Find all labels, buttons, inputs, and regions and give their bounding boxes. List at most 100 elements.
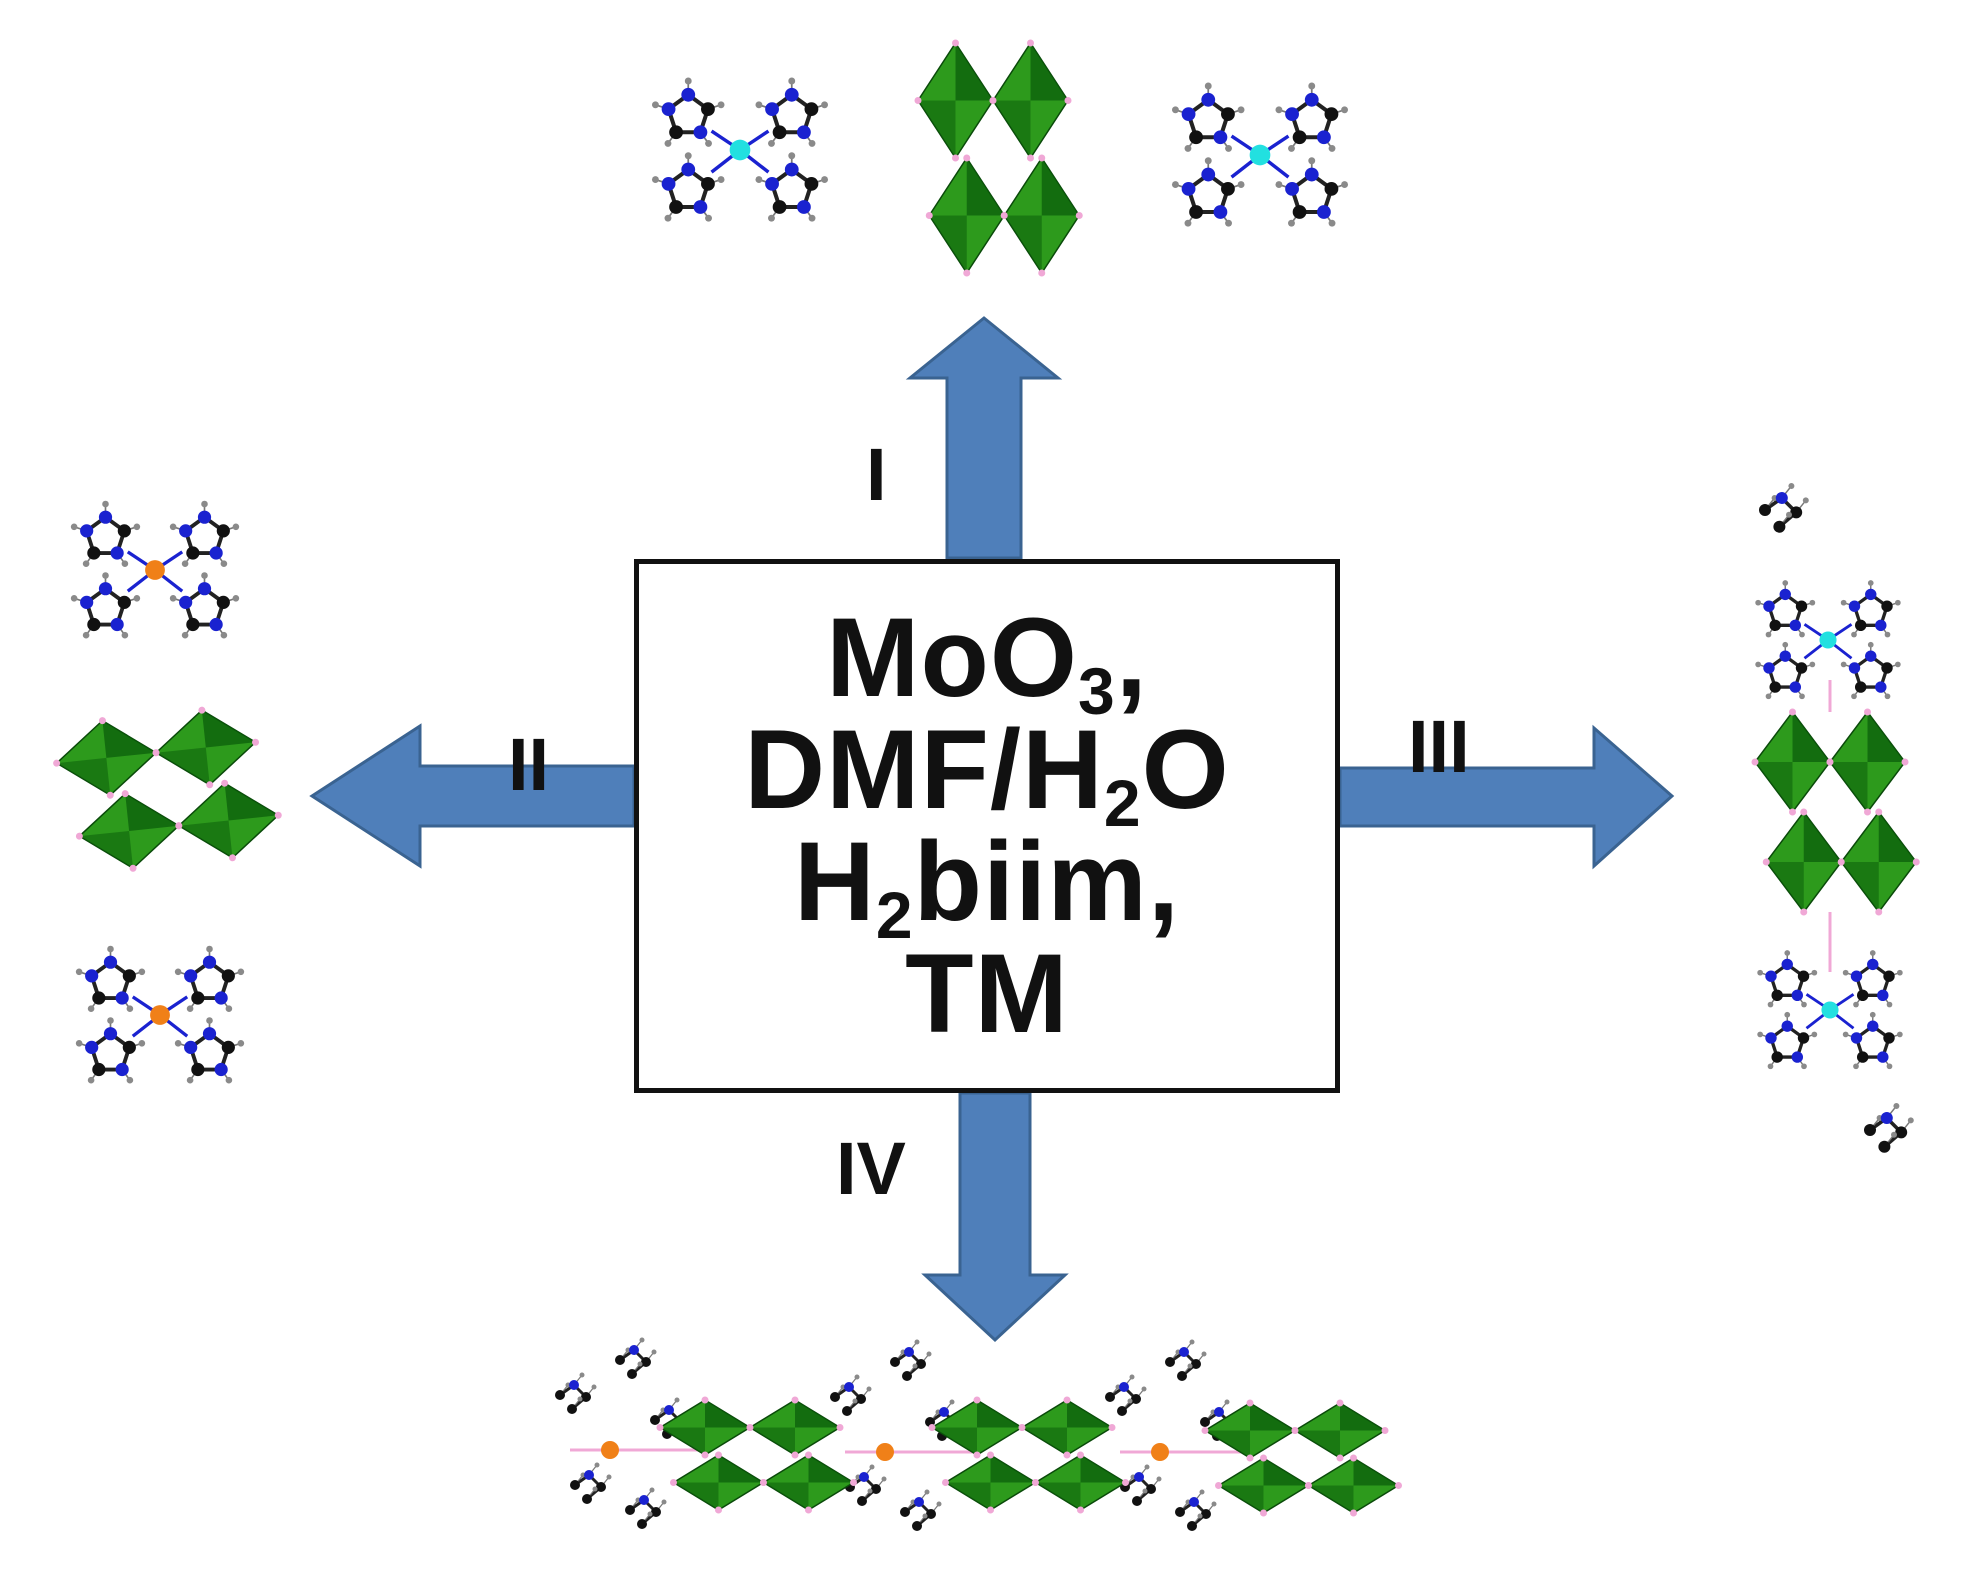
nitrogen-atom (197, 510, 212, 524)
nitrogen-atom (214, 1062, 228, 1077)
chain-ligand (615, 1337, 657, 1379)
nitrogen-atom (179, 595, 193, 609)
hydrogen-atom (651, 1349, 657, 1355)
hydrogen-atom (684, 152, 692, 160)
oxygen-atom (121, 790, 129, 798)
carbon-atom (1175, 1507, 1185, 1517)
nitrogen-atom (103, 955, 118, 969)
chain-polyoxometalate (1201, 1399, 1402, 1517)
oxygen-atom (952, 39, 959, 47)
nitrogen-atom (1865, 588, 1877, 601)
nitrogen-atom (115, 1062, 129, 1077)
nitrogen-atom (1865, 650, 1877, 662)
oxygen-atom (850, 1479, 857, 1486)
carbon-atom (1895, 1126, 1908, 1139)
carbon-atom (1324, 181, 1339, 196)
hydrogen-atom (869, 1464, 875, 1470)
reagents-box: MoO3, DMF/H2O H2biim, TM (634, 559, 1340, 1093)
nitrogen-atom (1781, 1020, 1793, 1032)
nitrogen-atom (693, 200, 708, 214)
nitrogen-atom (202, 1027, 217, 1041)
carbon-atom (1191, 1359, 1201, 1369)
carbon-atom (122, 1040, 136, 1054)
carbon-atom (191, 1062, 205, 1077)
nitrogen-atom (1285, 181, 1299, 196)
oxygen-atom (973, 1396, 981, 1404)
carbon-atom (912, 1521, 922, 1531)
octahedron-face (966, 158, 1005, 216)
oxygen-atom (1032, 1479, 1039, 1486)
oxygen-atom (715, 1451, 722, 1459)
hydrogen-atom (912, 1363, 918, 1369)
nitrogen-atom (1181, 107, 1196, 122)
hydrogen-atom (788, 152, 796, 160)
carbon-atom (87, 546, 101, 560)
hydrogen-atom (181, 560, 189, 567)
chain-ligand (890, 1339, 932, 1381)
oxygen-atom (1038, 269, 1046, 277)
carbon-atom (1177, 1371, 1187, 1381)
reagent-line-1: MoO3, (826, 595, 1148, 728)
oxygen-atom (129, 864, 137, 872)
nitrogen-atom (904, 1347, 914, 1357)
hydrogen-atom (577, 1396, 583, 1402)
oxygen-atom (198, 706, 206, 714)
nitrogen-atom (110, 617, 124, 632)
oxygen-atom (98, 717, 106, 725)
carbon-atom (1324, 107, 1339, 122)
carbon-atom (1883, 970, 1895, 982)
hydrogen-atom (1869, 1011, 1876, 1018)
metal-atom (150, 1005, 170, 1025)
hydrogen-atom (121, 560, 129, 567)
nitrogen-atom (1134, 1472, 1144, 1482)
nitrogen-atom (939, 1407, 949, 1417)
oxygen-atom (1800, 908, 1808, 916)
arrow-right (1338, 724, 1675, 870)
nitrogen-atom (115, 991, 129, 1005)
hydrogen-atom (133, 523, 141, 531)
hydrogen-atom (1129, 1374, 1135, 1380)
carbon-atom (567, 1404, 577, 1414)
oxygen-atom (952, 154, 959, 162)
hydrogen-atom (1755, 661, 1761, 668)
nitrogen-atom (85, 969, 99, 983)
metal-atom (1819, 631, 1837, 649)
nitrogen-atom (1214, 1407, 1224, 1417)
hydrogen-atom (1142, 1488, 1148, 1494)
hydrogen-atom (1144, 1464, 1150, 1470)
hydrogen-atom (225, 1005, 233, 1012)
carbon-atom (1795, 662, 1808, 674)
nitrogen-atom (1850, 1032, 1863, 1044)
nitrogen-atom (1781, 958, 1793, 971)
carbon-atom (772, 200, 787, 214)
hydrogen-atom (75, 1040, 83, 1047)
nitrogen-atom (629, 1345, 639, 1355)
nitrogen-atom (797, 125, 811, 140)
carbon-atom (926, 1509, 936, 1519)
octahedron-face (1080, 1455, 1126, 1483)
hydrogen-atom (936, 1501, 942, 1507)
oxygen-atom (228, 854, 236, 862)
hydrogen-atom (926, 1351, 932, 1357)
hydrogen-atom (237, 968, 245, 976)
hydrogen-atom (1288, 219, 1295, 227)
nitrogen-atom (1877, 989, 1889, 1002)
hydrogen-atom (186, 1005, 194, 1012)
right-polyoxometalate (1751, 708, 1920, 916)
hydrogen-atom (1802, 497, 1809, 504)
hydrogen-atom (1341, 106, 1349, 114)
arrow-up (905, 316, 1063, 560)
carbon-atom (701, 102, 715, 117)
oxygen-atom (942, 1479, 949, 1486)
oxygen-atom (1215, 1482, 1222, 1489)
carbon-atom (1201, 1509, 1211, 1519)
hydrogen-atom (1757, 969, 1763, 976)
oxygen-atom (1875, 808, 1883, 816)
hydrogen-atom (717, 101, 725, 109)
hydrogen-atom (1897, 1031, 1903, 1038)
carbon-atom (1854, 681, 1867, 693)
chain-ligand (830, 1374, 872, 1416)
oxygen-atom (1077, 1506, 1084, 1514)
hydrogen-atom (1199, 1489, 1205, 1495)
